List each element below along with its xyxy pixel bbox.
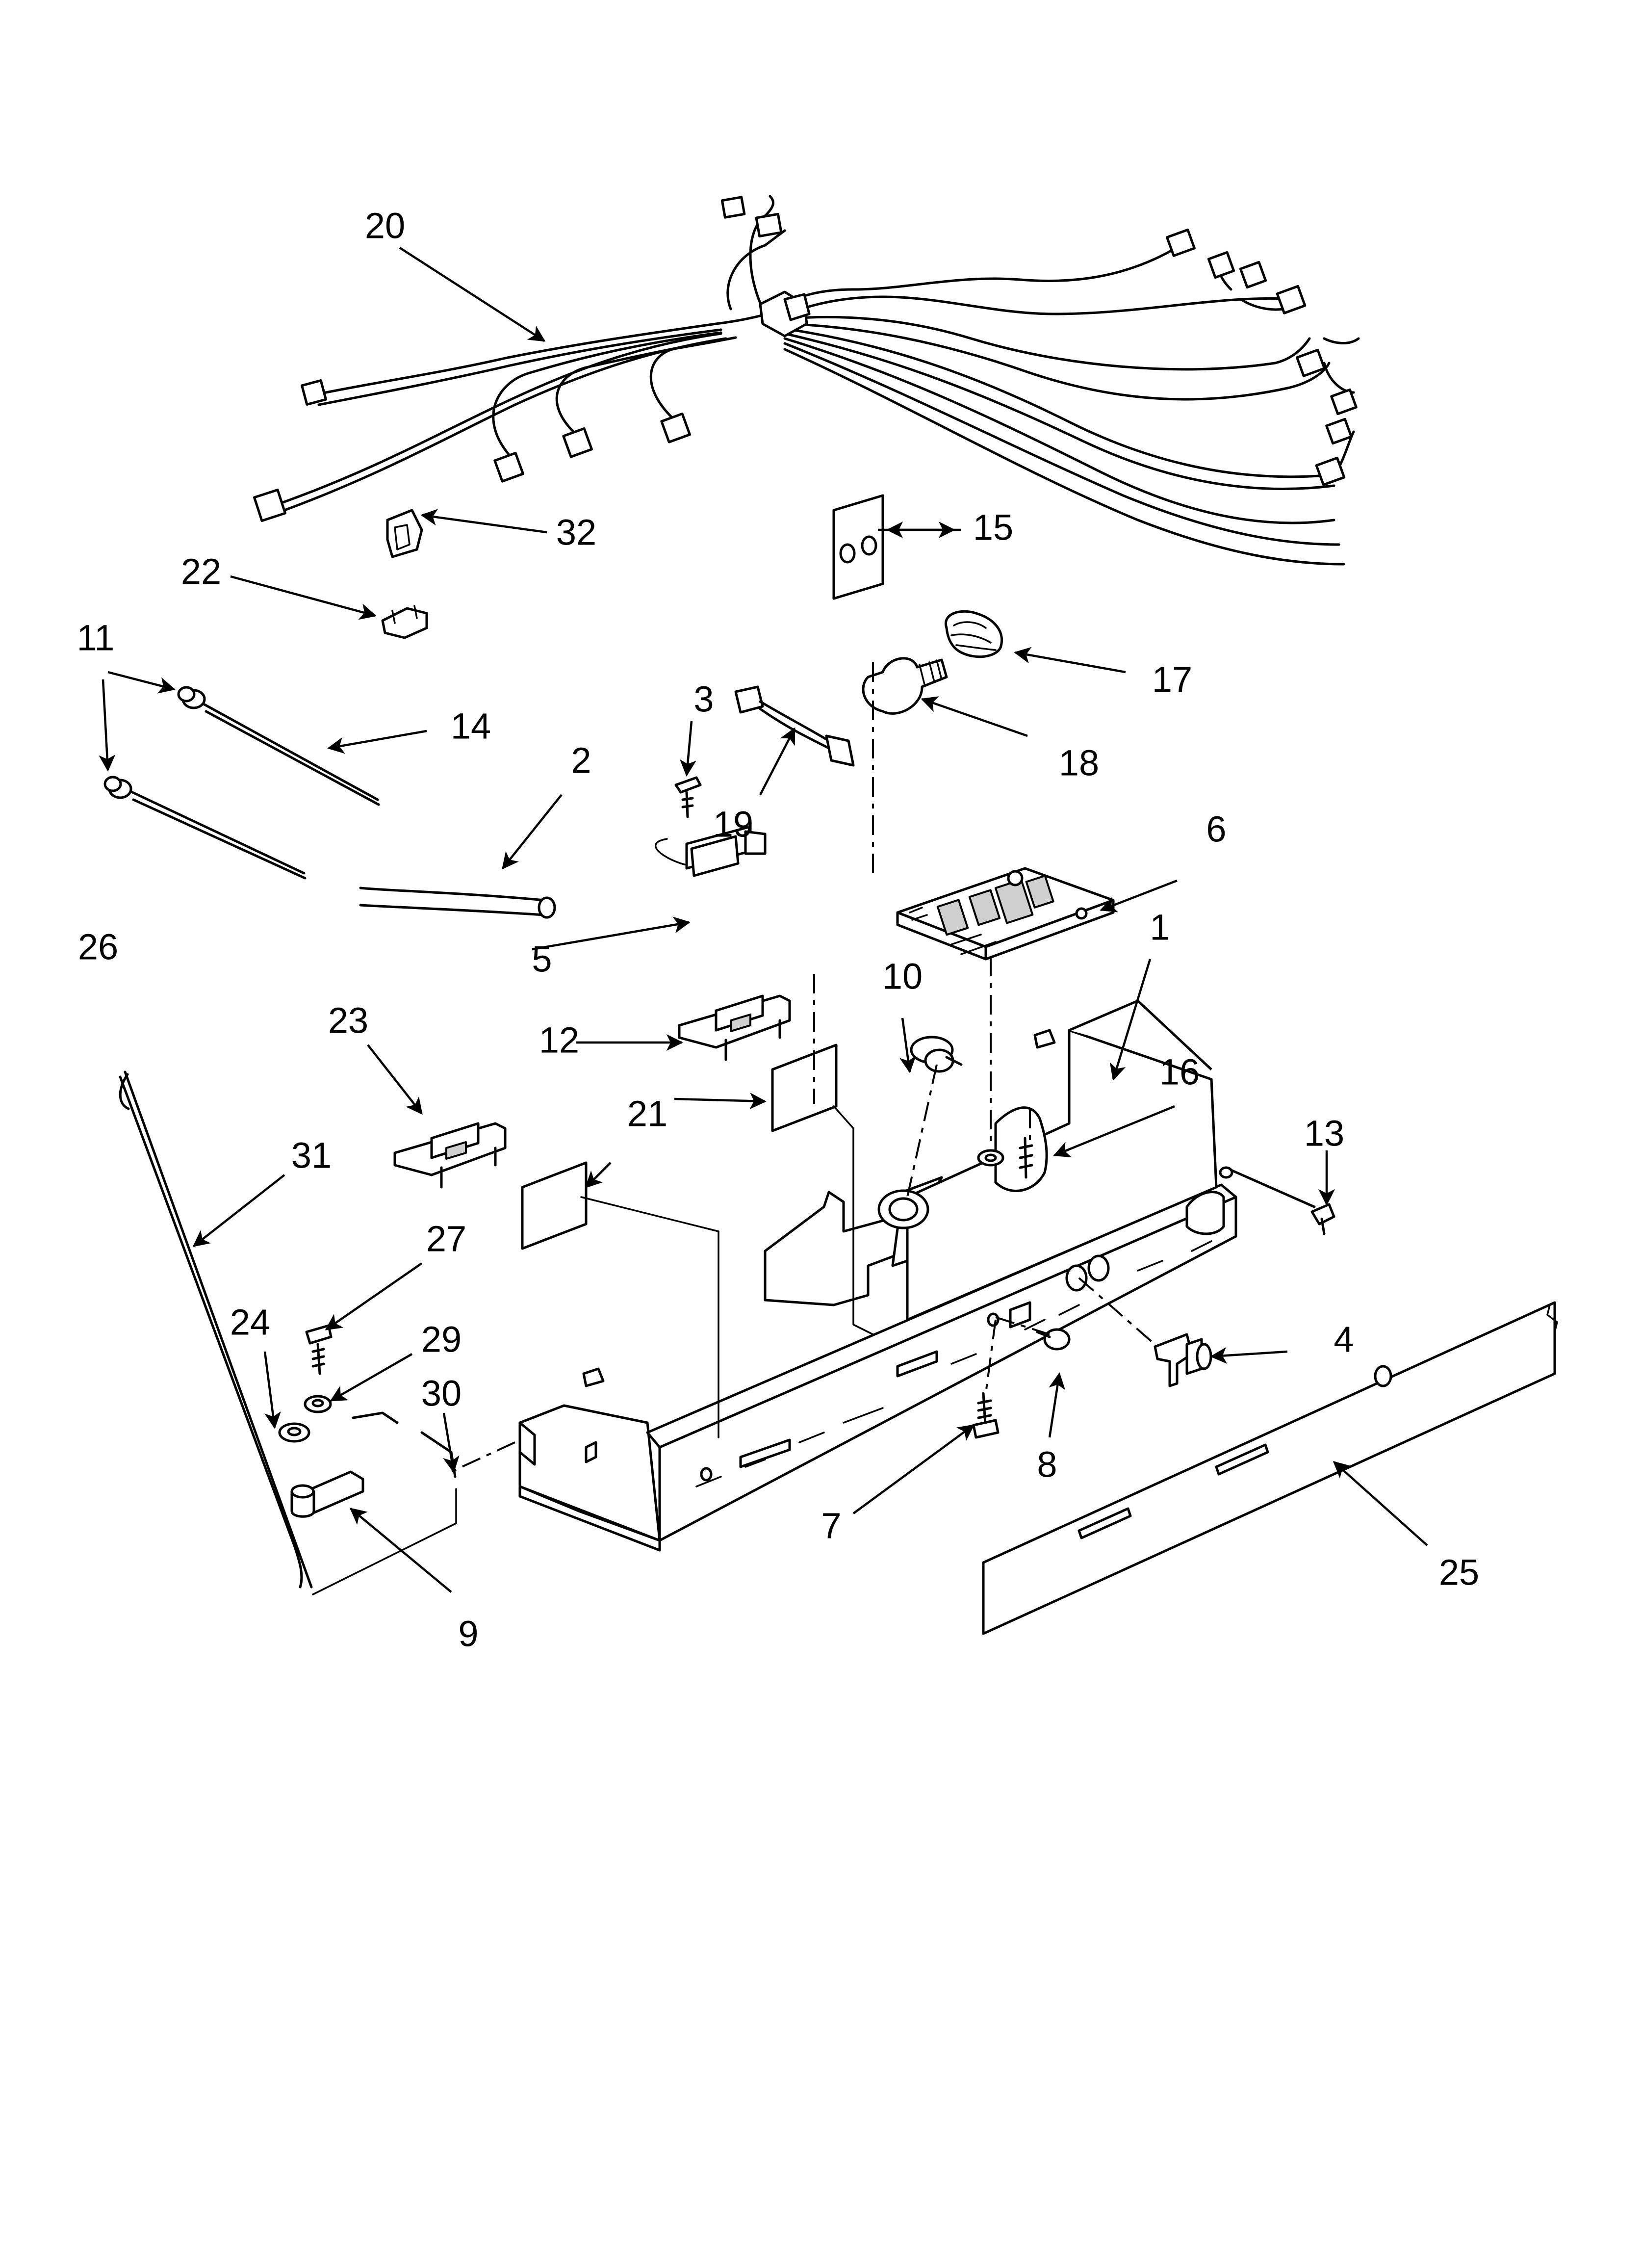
bimetal-thermostat-5 <box>654 825 767 877</box>
part-label-29: 29 <box>421 1319 462 1360</box>
wire-harness <box>253 195 1360 566</box>
lamp-socket-17 <box>944 610 1003 658</box>
assembly-lines <box>312 662 1158 1595</box>
part-label-30: 30 <box>421 1373 462 1414</box>
part-label-11: 11 <box>77 618 115 658</box>
part-label-13: 13 <box>1304 1113 1344 1154</box>
hinge-screw-stack <box>278 1324 457 1518</box>
wire-jumper-19 <box>734 685 855 767</box>
tube-2 <box>359 886 556 919</box>
part-labels: 20 32 15 22 11 14 3 17 18 2 19 6 26 5 10… <box>77 206 1480 1654</box>
part-label-23: 23 <box>328 1000 368 1041</box>
part-label-14: 14 <box>451 706 491 747</box>
part-label-19: 19 <box>713 804 753 845</box>
part-label-2: 2 <box>571 740 591 781</box>
part-label-27: 27 <box>426 1219 466 1259</box>
part-label-31: 31 <box>291 1135 332 1176</box>
part-label-15: 15 <box>973 507 1013 548</box>
part-label-1: 1 <box>1150 907 1170 948</box>
part-label-7: 7 <box>821 1506 841 1546</box>
part-label-6: 6 <box>1206 809 1226 850</box>
switch-12 <box>678 994 791 1061</box>
part-label-32: 32 <box>556 512 596 553</box>
rods-14-26 <box>103 686 380 880</box>
plate-15 <box>832 494 884 600</box>
switch-4 <box>1154 1333 1212 1387</box>
part-label-21: 21 <box>627 1094 667 1134</box>
clip-22 <box>381 605 428 639</box>
part-label-4: 4 <box>1334 1319 1354 1360</box>
part-label-18: 18 <box>1059 743 1099 783</box>
part-label-22: 22 <box>181 551 221 592</box>
electronic-control-board-6 <box>896 867 1115 961</box>
screw-7 <box>972 1392 1000 1439</box>
trim-31 <box>119 1070 313 1589</box>
light-socket-10 <box>910 1036 963 1073</box>
label-21 <box>521 1043 838 1250</box>
part-label-25: 25 <box>1439 1552 1479 1593</box>
part-label-3: 3 <box>693 679 714 720</box>
part-label-24: 24 <box>230 1302 270 1343</box>
switch-23 <box>393 1122 507 1189</box>
part-label-17: 17 <box>1152 659 1192 700</box>
connector-32 <box>386 509 423 558</box>
part-label-8: 8 <box>1037 1444 1057 1485</box>
part-label-12: 12 <box>539 1020 579 1061</box>
plug-8 <box>1036 1328 1071 1351</box>
light-bulb-18 <box>862 657 948 715</box>
part-label-9: 9 <box>458 1614 478 1654</box>
screw-13 <box>1230 1169 1335 1235</box>
leader-arrows <box>99 247 1428 1593</box>
trim-panel-25 <box>982 1301 1558 1635</box>
part-label-16: 16 <box>1159 1052 1200 1093</box>
part-label-26: 26 <box>78 927 118 967</box>
screw-3 <box>674 776 702 818</box>
part-label-5: 5 <box>532 939 552 980</box>
part-label-10: 10 <box>882 956 923 997</box>
control-housing-1 <box>518 999 1237 1552</box>
part-label-20: 20 <box>365 206 405 246</box>
